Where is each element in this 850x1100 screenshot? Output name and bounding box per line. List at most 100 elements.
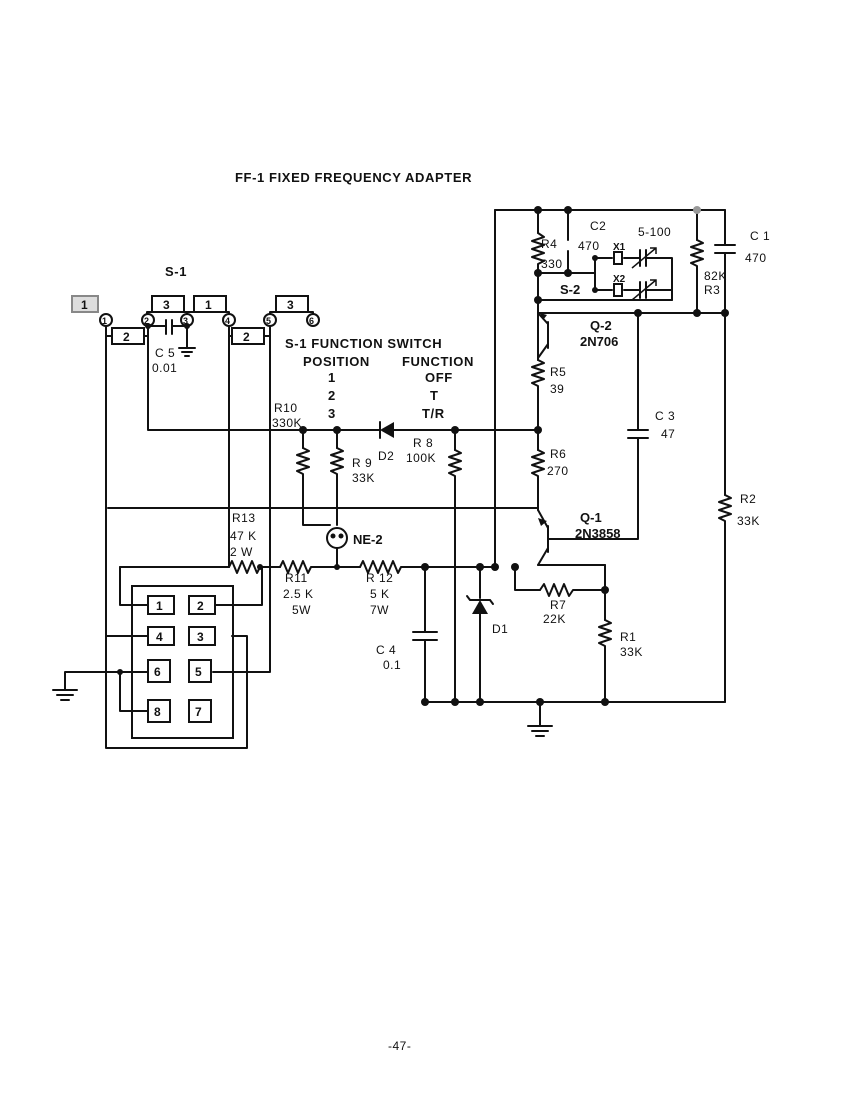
svg-text:100K: 100K — [406, 451, 436, 465]
svg-text:5-100: 5-100 — [638, 225, 671, 239]
plug-pin-4 — [147, 626, 175, 646]
svg-text:R 8: R 8 — [413, 436, 433, 450]
svg-text:8: 8 — [154, 705, 161, 719]
svg-text:3: 3 — [197, 630, 204, 644]
svg-text:C 3: C 3 — [655, 409, 675, 423]
svg-text:0.1: 0.1 — [383, 658, 401, 672]
octal-plug: 1 2 4 3 6 5 8 7 — [52, 585, 234, 739]
svg-text:1: 1 — [102, 316, 107, 326]
junction-dots-top — [511, 206, 729, 594]
svg-text:X2: X2 — [613, 274, 626, 285]
svg-text:330K: 330K — [272, 416, 302, 430]
plug-pin-2 — [188, 595, 216, 615]
svg-text:2: 2 — [243, 330, 250, 344]
junction-dots-middle — [257, 426, 609, 706]
svg-text:R10: R10 — [274, 401, 298, 415]
svg-text:1: 1 — [328, 370, 336, 385]
svg-text:1: 1 — [81, 298, 88, 312]
s1-left-tab — [71, 295, 99, 313]
svg-text:2N3858: 2N3858 — [575, 526, 621, 541]
svg-text:D1: D1 — [492, 622, 508, 636]
s1-contact-1 — [193, 295, 227, 313]
svg-text:4: 4 — [156, 630, 163, 644]
svg-text:5: 5 — [195, 665, 202, 679]
svg-text:5: 5 — [266, 316, 271, 326]
svg-text:33K: 33K — [352, 471, 375, 485]
svg-text:3: 3 — [163, 298, 170, 312]
svg-text:47 K: 47 K — [230, 529, 257, 543]
svg-text:R 12: R 12 — [366, 571, 393, 585]
svg-text:C2: C2 — [590, 219, 606, 233]
svg-text:R5: R5 — [550, 365, 566, 379]
svg-text:2 W: 2 W — [230, 545, 253, 559]
svg-text:470: 470 — [578, 239, 600, 253]
svg-text:7W: 7W — [370, 603, 389, 617]
svg-text:2: 2 — [197, 599, 204, 613]
neon-lamp-icon — [326, 527, 348, 549]
svg-text:2.5 K: 2.5 K — [283, 587, 314, 601]
svg-text:2: 2 — [123, 330, 130, 344]
svg-text:33K: 33K — [620, 645, 643, 659]
middle-wiring — [105, 325, 726, 749]
svg-text:C 1: C 1 — [750, 229, 770, 243]
crystal-x1-icon — [613, 251, 623, 265]
legend-title: S-1 FUNCTION SWITCH — [285, 336, 442, 351]
s1-label: S-1 — [165, 264, 187, 279]
svg-text:47: 47 — [661, 427, 675, 441]
plug-pin-1 — [147, 595, 175, 615]
plug-pin-5 — [188, 659, 212, 683]
svg-text:3: 3 — [287, 298, 294, 312]
svg-text:5W: 5W — [292, 603, 311, 617]
svg-text:R4: R4 — [541, 237, 557, 251]
diagram-title: FF-1 FIXED FREQUENCY ADAPTER — [235, 170, 472, 185]
svg-text:R2: R2 — [740, 492, 756, 506]
legend-position-header: POSITION — [303, 354, 370, 369]
svg-text:R13: R13 — [232, 511, 256, 525]
s1-terminals: 1 2 3 4 5 6 — [99, 313, 320, 327]
svg-text:C 4: C 4 — [376, 643, 396, 657]
svg-text:C 5: C 5 — [155, 346, 175, 360]
svg-text:0.01: 0.01 — [152, 361, 177, 375]
oscillator-wiring — [494, 209, 736, 703]
svg-text:82K: 82K — [704, 269, 727, 283]
svg-text:2: 2 — [328, 388, 336, 403]
function-switch-legend: S-1 FUNCTION SWITCH POSITION FUNCTION 1 … — [285, 336, 474, 421]
svg-text:5 K: 5 K — [370, 587, 390, 601]
svg-text:39: 39 — [550, 382, 564, 396]
component-labels: C 1 470 C2 470 5-100 R4 330 X1 X2 S-2 82… — [152, 219, 770, 672]
svg-text:3: 3 — [328, 406, 336, 421]
svg-text:33K: 33K — [737, 514, 760, 528]
svg-text:R1: R1 — [620, 630, 636, 644]
svg-text:R11: R11 — [285, 571, 308, 585]
svg-text:R3: R3 — [704, 283, 720, 297]
svg-text:1: 1 — [156, 599, 163, 613]
svg-text:Q-2: Q-2 — [590, 318, 612, 333]
svg-text:22K: 22K — [543, 612, 566, 626]
svg-text:470: 470 — [745, 251, 767, 265]
svg-text:T: T — [430, 388, 439, 403]
svg-text:6: 6 — [154, 665, 161, 679]
svg-text:330: 330 — [541, 257, 563, 271]
ground-icon-left — [52, 689, 78, 701]
svg-text:Q-1: Q-1 — [580, 510, 602, 525]
svg-text:6: 6 — [309, 316, 314, 326]
svg-text:3: 3 — [183, 316, 188, 326]
svg-text:270: 270 — [547, 464, 569, 478]
s1-contact-3a — [151, 295, 185, 313]
svg-text:2N706: 2N706 — [580, 334, 618, 349]
svg-text:T/R: T/R — [422, 406, 445, 421]
svg-text:R6: R6 — [550, 447, 566, 461]
svg-text:X1: X1 — [613, 242, 626, 253]
svg-text:2: 2 — [144, 316, 149, 326]
svg-text:D2: D2 — [378, 449, 394, 463]
svg-text:1: 1 — [205, 298, 212, 312]
svg-text:4: 4 — [225, 316, 230, 326]
legend-function-header: FUNCTION — [402, 354, 474, 369]
svg-text:OFF: OFF — [425, 370, 453, 385]
svg-text:R 9: R 9 — [352, 456, 372, 470]
svg-text:7: 7 — [195, 705, 202, 719]
plug-pin-3 — [188, 626, 216, 646]
svg-text:S-2: S-2 — [560, 282, 580, 297]
